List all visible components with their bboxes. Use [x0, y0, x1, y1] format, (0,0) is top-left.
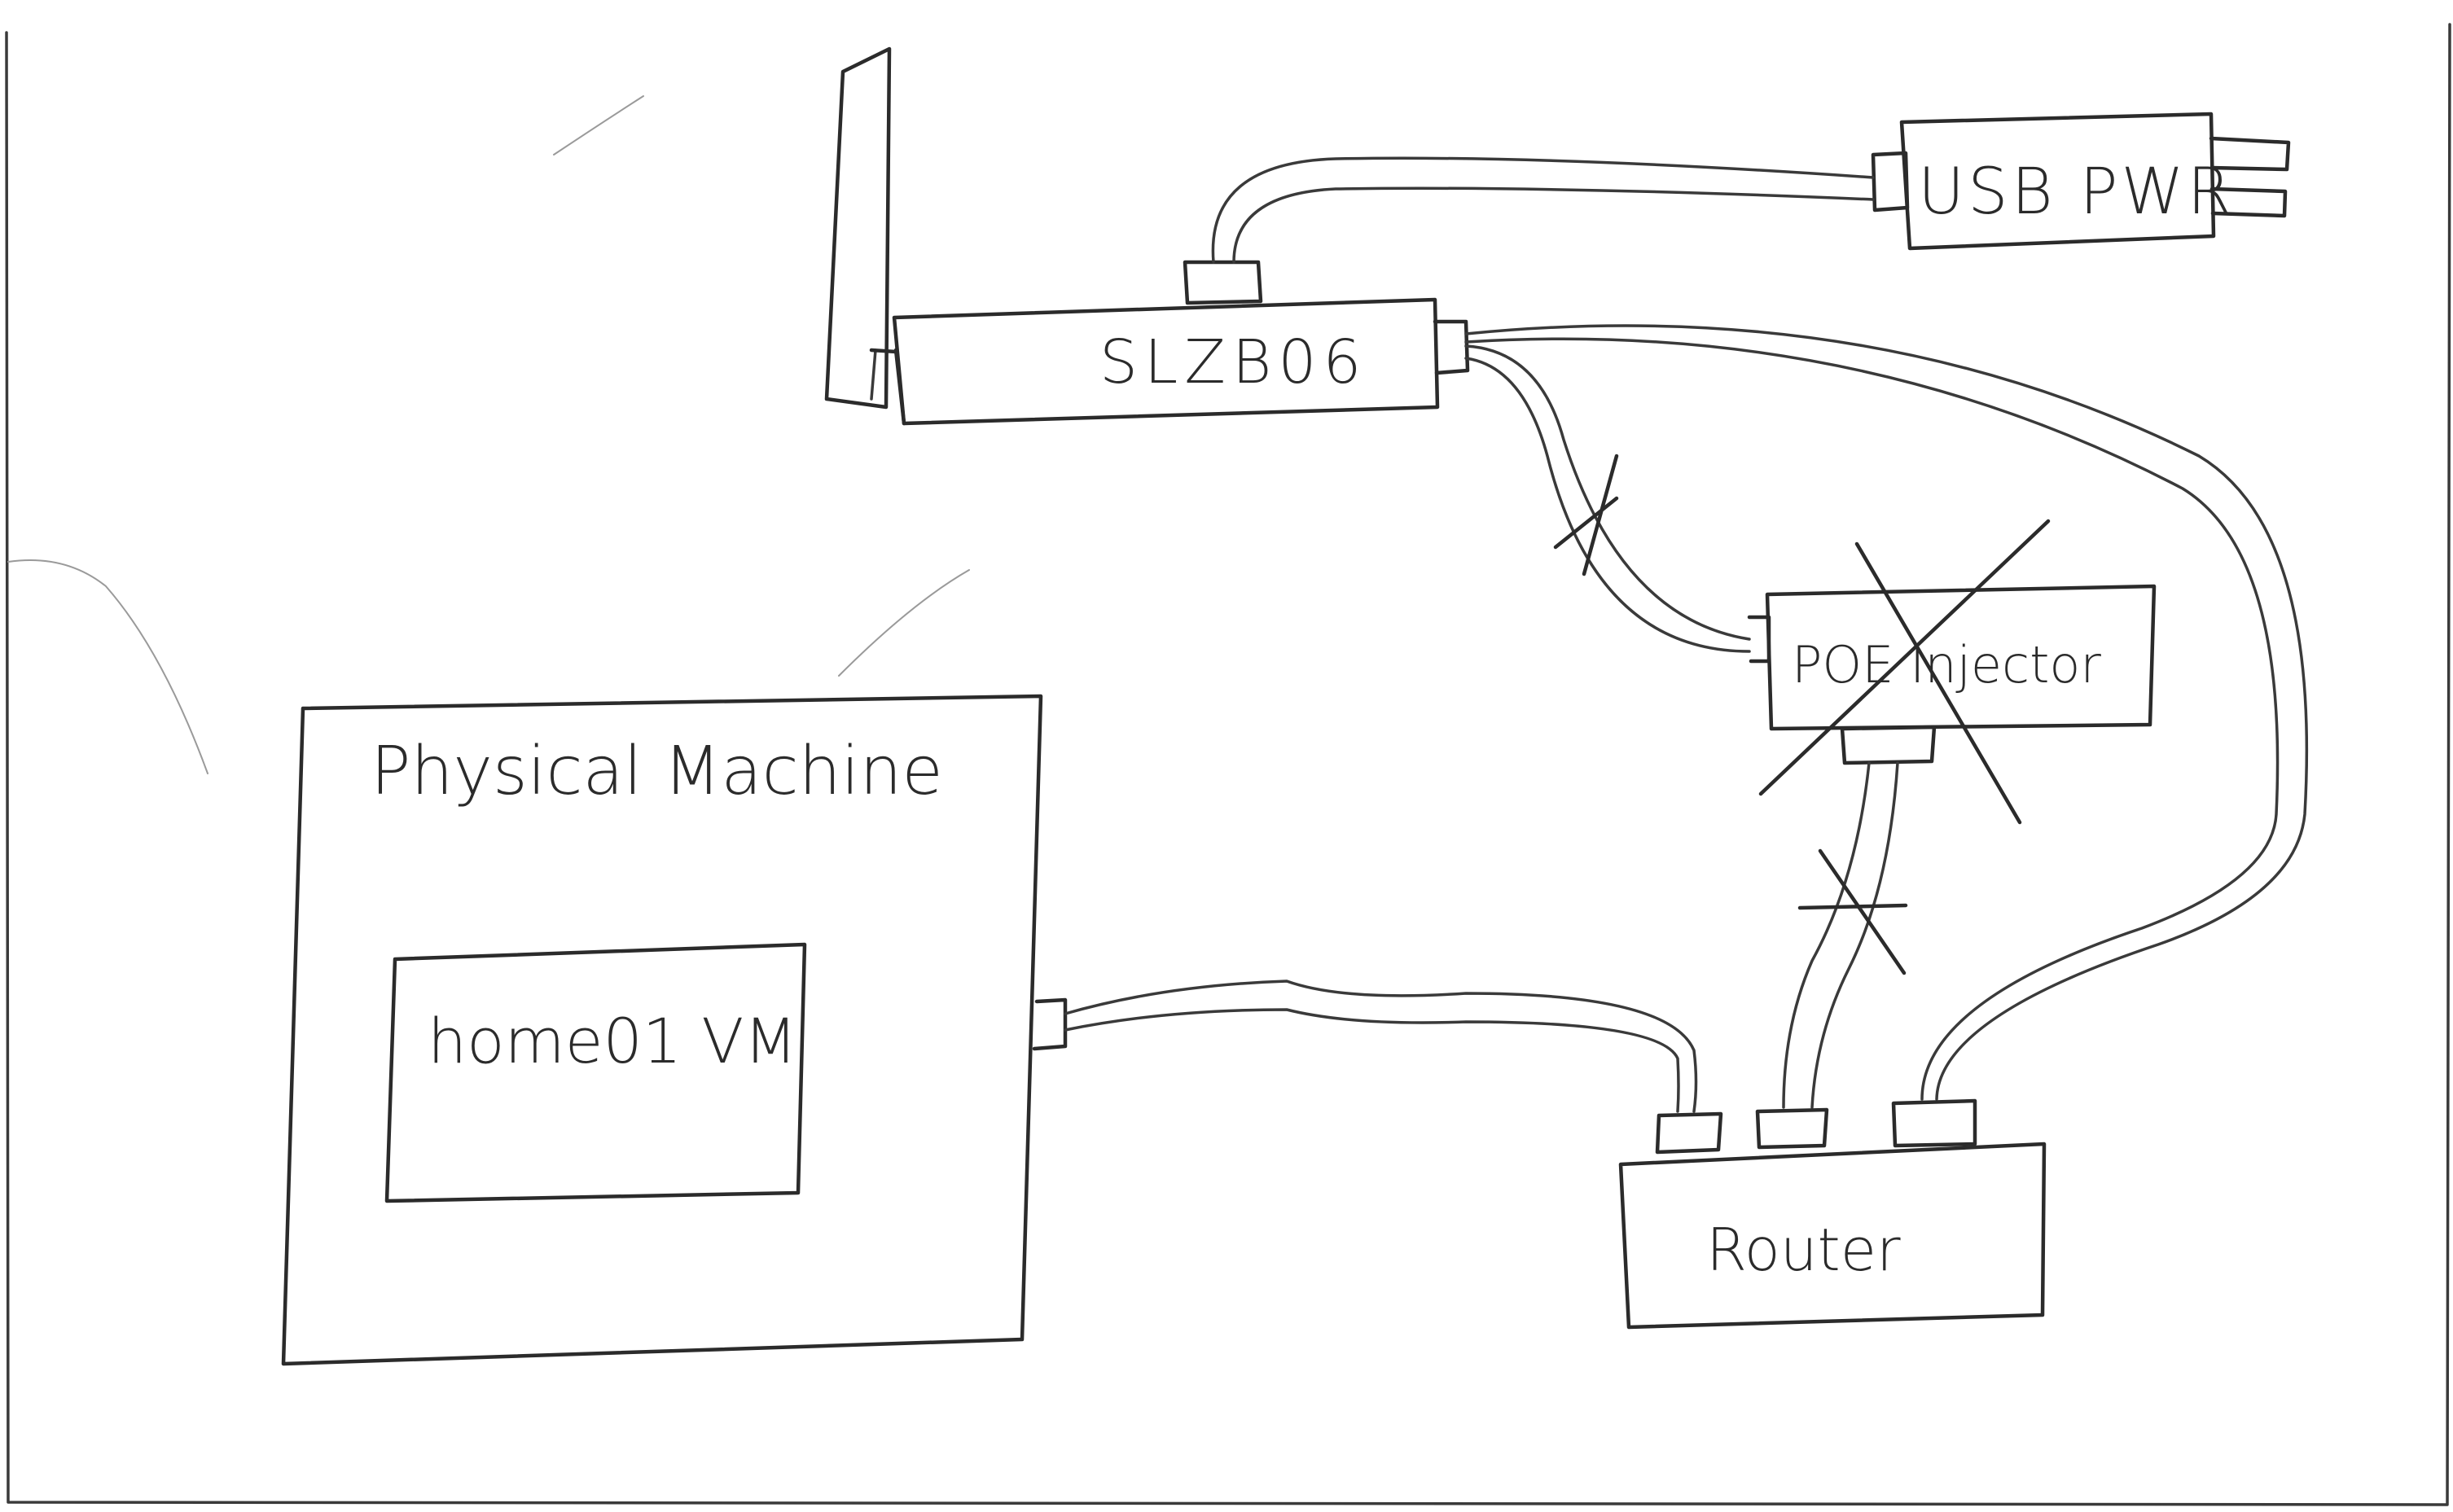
physical-machine-label: Physical Machine	[371, 733, 943, 810]
poe-injector-label: POE Injector	[1792, 635, 2101, 695]
poe-cross-line-1	[1758, 519, 2051, 796]
uplink-cross-mark	[1553, 454, 1619, 576]
downlink-cross-mark	[1797, 848, 1908, 975]
poe-cross-line-2	[1854, 541, 2022, 825]
router-port-1	[1655, 1111, 1723, 1155]
router-port-3	[1891, 1098, 1977, 1148]
usb-port	[1183, 260, 1263, 305]
slzb06-label: SLZB06	[1099, 327, 1368, 397]
machine-cable	[1064, 980, 1698, 1113]
router-port-2	[1755, 1107, 1829, 1150]
router-label: Router	[1706, 1216, 1901, 1284]
poe-router-cable	[1782, 761, 1908, 1109]
vm-label: home01 VM	[428, 1005, 797, 1077]
slzb06-device: SLZB06	[892, 260, 1470, 426]
usb-power-supply: USB PWR	[1871, 112, 2291, 251]
poe-injector: POE Injector	[1747, 519, 2157, 825]
poe-uplink-cable	[1464, 344, 1751, 653]
usb-pwr-label: USB PWR	[1918, 156, 2235, 229]
router: Router	[1618, 1098, 2047, 1330]
physical-machine: Physical Machine	[281, 694, 1068, 1366]
paper-marks	[7, 95, 970, 774]
ethernet-port	[1433, 319, 1470, 375]
page-border	[5, 23, 2451, 1506]
vm-box: home01 VM	[384, 942, 807, 1203]
usb-cable	[1211, 156, 1875, 264]
direct-cable	[1464, 324, 2309, 1101]
antenna	[824, 46, 898, 410]
